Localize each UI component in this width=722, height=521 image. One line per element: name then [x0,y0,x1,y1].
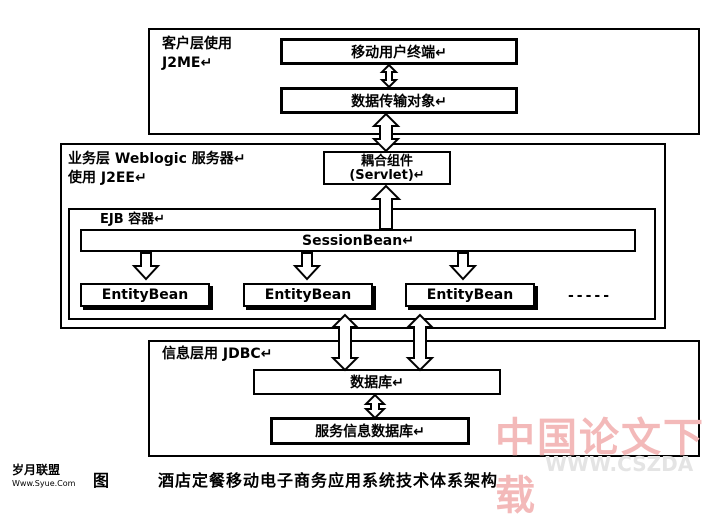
arrow-database-servicedb [363,393,387,420]
business-layer-box [60,143,666,329]
arrow-session-entity-3 [448,252,478,281]
business-layer-label: 业务层 Weblogic 服务器↵ [68,151,246,167]
arrow-ejb-database-1 [330,313,360,372]
site-logo-url: Www.Syue.Com [12,479,76,488]
arrow-terminal-transfer [379,63,399,89]
client-layer-tech: J2ME↵ [162,55,213,71]
connector-arrows [131,63,478,420]
database-box: 数据库↵ [253,369,501,395]
info-layer-label: 信息层用 JDBC↵ [162,346,273,362]
site-logo: 岁月联盟 [12,463,61,477]
client-layer-label: 客户层使用 [162,36,232,52]
more-entity-beans-ellipsis: ----- [568,288,613,304]
entity-bean-1-label: EntityBean [101,287,189,303]
ejb-container-box [68,208,656,320]
arrow-coupling-session [370,184,402,230]
arrow-session-entity-1 [131,252,161,281]
service-info-database-box: 服务信息数据库↵ [270,417,470,445]
figure-caption: 酒店定餐移动电子商务应用系统技术体系架构 [158,471,499,490]
entity-bean-2-label: EntityBean [264,287,352,303]
mobile-terminal-label: 移动用户终端↵ [351,44,447,61]
entity-bean-3-label: EntityBean [426,287,514,303]
arrow-session-entity-2 [292,252,322,281]
service-info-database-label: 服务信息数据库↵ [315,424,425,440]
entity-bean-3: EntityBean [405,283,535,307]
coupling-component-box: 耦合组件 (Servlet)↵ [323,151,451,185]
session-bean-label: SessionBean↵ [302,232,414,249]
watermark-text: 中国论文下载 [495,415,705,519]
mobile-terminal-box: 移动用户终端↵ [280,38,518,65]
coupling-component-label: 耦合组件 [360,154,413,169]
client-layer-box [148,28,700,135]
ejb-container-label: EJB 容器↵ [100,212,166,227]
data-transfer-object-label: 数据传输对象↵ [351,93,447,110]
watermark-url: WWW.CSZDA [545,452,694,476]
coupling-component-servlet: (Servlet)↵ [349,168,425,183]
session-bean-box: SessionBean↵ [80,229,636,252]
database-label: 数据库↵ [350,375,404,391]
entity-bean-2: EntityBean [243,283,373,307]
arrow-transfer-coupling [371,112,401,153]
arrow-ejb-database-2 [405,313,435,372]
data-transfer-object-box: 数据传输对象↵ [280,87,518,114]
business-layer-tech: 使用 J2EE↵ [68,170,147,186]
entity-bean-1: EntityBean [80,283,210,307]
figure-label: 图 [93,471,110,490]
